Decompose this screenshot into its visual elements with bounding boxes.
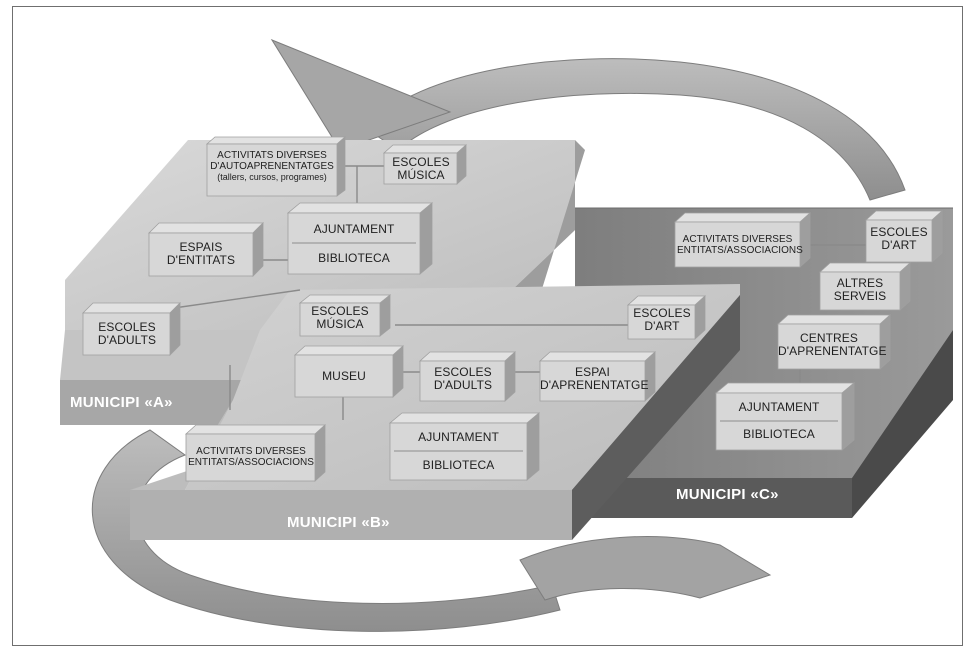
- b-learning-box: ESPAI D'APRENENTATGE: [540, 365, 649, 393]
- b-adults-box: ESCOLES D'ADULTS: [422, 365, 504, 393]
- municipi-c-title: MUNICIPI «C»: [676, 486, 779, 503]
- c-art-line2: D'ART: [881, 238, 917, 253]
- c-centres-box: CENTRES D'APRENENTATGE: [778, 331, 887, 359]
- municipi-a-title: MUNICIPI «A»: [70, 394, 173, 411]
- a-music-box: ESCOLES MÚSICA: [386, 155, 456, 183]
- a-activities-line3: (tallers, cursos, programes): [217, 172, 327, 183]
- c-library: BIBLIOTECA: [743, 427, 815, 441]
- bottom-cycle-arrow: [91, 429, 772, 632]
- b-activities-box: ACTIVITATS DIVERSES ENTITATS/ASSOCIACION…: [188, 446, 314, 468]
- a-activities-box: ACTIVITATS DIVERSES D'AUTOAPRENENTATGES …: [209, 150, 335, 182]
- b-museum: MUSEU: [322, 369, 366, 383]
- top-cycle-arrow: [270, 38, 906, 201]
- b-art-box: ESCOLES D'ART: [630, 306, 694, 334]
- a-entities-line1: ESPAIS: [179, 240, 223, 254]
- a-activities-line2: D'AUTOAPRENENTATGES: [210, 161, 334, 173]
- c-other-line1: ALTRES: [836, 276, 884, 290]
- a-adults-box: ESCOLES D'ADULTS: [85, 320, 169, 348]
- b-art-line1: ESCOLES: [633, 306, 691, 320]
- box-dividers: [292, 242, 838, 452]
- b-activities-line2: ENTITATS/ASSOCIACIONS: [188, 457, 314, 469]
- c-art-box: ESCOLES D'ART: [868, 225, 930, 253]
- c-centres-line1: CENTRES: [799, 331, 859, 345]
- a-entities-line2: D'ENTITATS: [166, 253, 236, 268]
- a-adults-line1: ESCOLES: [98, 320, 156, 334]
- c-centres-line2: D'APRENENTATGE: [778, 344, 887, 359]
- b-music-box: ESCOLES MÚSICA: [302, 304, 378, 332]
- c-town-hall: AJUNTAMENT: [738, 400, 820, 414]
- a-music-line1: ESCOLES: [392, 155, 450, 169]
- a-library: BIBLIOTECA: [318, 251, 390, 265]
- b-adults-line1: ESCOLES: [434, 365, 492, 379]
- c-other-line2: SERVEIS: [833, 289, 887, 304]
- b-art-line2: D'ART: [644, 319, 680, 334]
- b-adults-line2: D'ADULTS: [433, 378, 493, 393]
- b-music-line1: ESCOLES: [311, 304, 369, 318]
- c-activities-line1: ACTIVITATS DIVERSES: [682, 234, 793, 245]
- b-activities-line1: ACTIVITATS DIVERSES: [196, 446, 306, 457]
- b-music-line2: MÚSICA: [316, 317, 364, 332]
- c-activities-line2: ENTITATS/ASSOCIACIONS: [677, 245, 803, 257]
- b-library: BIBLIOTECA: [422, 458, 495, 472]
- a-adults-line2: D'ADULTS: [97, 333, 157, 348]
- a-activities-line1: ACTIVITATS DIVERSES: [217, 150, 327, 161]
- a-music-line2: MÚSICA: [397, 168, 445, 183]
- b-learning-line1: ESPAI: [575, 365, 610, 379]
- c-activities-box: ACTIVITATS DIVERSES ENTITATS/ASSOCIACION…: [677, 234, 803, 257]
- municipi-b-title: MUNICIPI «B»: [287, 514, 390, 531]
- a-town-hall: AJUNTAMENT: [313, 222, 395, 236]
- c-other-box: ALTRES SERVEIS: [822, 276, 898, 304]
- b-learning-line2: D'APRENENTATGE: [540, 378, 649, 393]
- b-town-hall: AJUNTAMENT: [418, 430, 499, 444]
- c-art-line1: ESCOLES: [870, 225, 928, 239]
- boxes: [82, 136, 944, 482]
- a-entities-box: ESPAIS D'ENTITATS: [151, 240, 251, 268]
